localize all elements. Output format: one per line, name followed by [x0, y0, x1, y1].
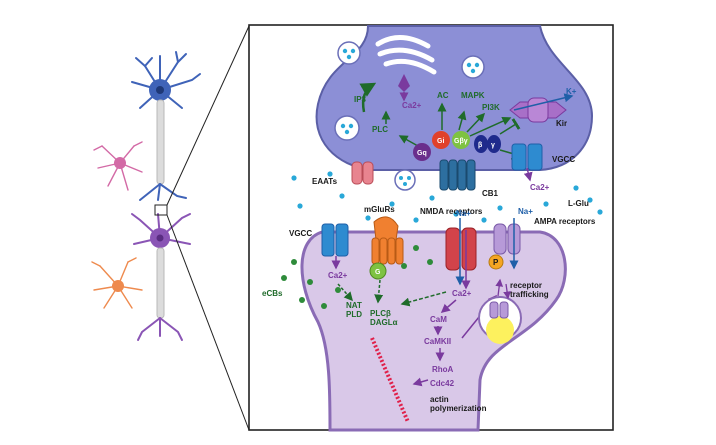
projection-line-bottom [166, 214, 250, 431]
camkii-label: CaMKII [424, 337, 451, 346]
beta-subunit [474, 135, 488, 153]
g-protein-post [369, 262, 387, 280]
cb1-receptor [439, 159, 476, 191]
kir-channel [509, 97, 567, 123]
glutamate-dots [291, 171, 603, 223]
gi-protein [432, 131, 450, 149]
mapk-label: MAPK [461, 91, 485, 100]
gq-protein [413, 143, 431, 161]
ca-vgcc-top-label: Ca2+ [530, 183, 550, 192]
gamma-subunit [487, 135, 501, 153]
gi-label: Gi [437, 138, 444, 145]
ca-post-label: Ca2+ [328, 271, 348, 280]
mglur-receptor [371, 216, 404, 265]
er-organelle [375, 35, 437, 75]
cb1-label: CB1 [482, 189, 499, 198]
rhoa-label: RhoA [432, 365, 454, 374]
gbg-protein [452, 131, 470, 149]
zoom-marker [154, 204, 168, 216]
endosome-ampa-receptor [489, 301, 509, 319]
vgcc-top-label: VGCC [552, 155, 575, 164]
projection-line-top [166, 25, 250, 206]
eaats-label: EAATs [312, 177, 338, 186]
ip3-label: IP3 [354, 95, 367, 104]
na-ampa-label: Na+ [518, 207, 533, 216]
neuron-blue-icon [131, 51, 201, 201]
neuron-orange-icon [91, 257, 143, 309]
vgcc-postsynaptic [321, 223, 349, 257]
cam-label: CaM [430, 315, 447, 324]
plc-label: PLC [372, 125, 388, 134]
p-badge [488, 254, 504, 270]
vgcc-post-label: VGCC [289, 229, 312, 238]
beta-label: β [478, 142, 483, 149]
gamma-label: γ [491, 142, 495, 149]
neuron-purple-icon [131, 213, 191, 341]
pi3k-label: PI3K [482, 103, 500, 112]
cdc42-label: Cdc42 [430, 379, 455, 388]
l-glu-label: L-Glu [568, 199, 589, 208]
gq-label: Gq [417, 150, 427, 157]
nmda-label: NMDA receptors [420, 207, 483, 216]
g-post-label: G [375, 269, 381, 276]
p-badge-label: P [493, 258, 499, 267]
kir-label: Kir [556, 119, 567, 128]
ca-nmda-label: Ca2+ [452, 289, 472, 298]
neuron-pink-icon [93, 141, 143, 191]
eaat-transporter [351, 161, 374, 185]
gbg-label: Gβγ [454, 138, 468, 145]
vesicle-group [334, 41, 485, 191]
na-nmda-label: Na+ [456, 209, 471, 218]
ip3-receptor [398, 74, 410, 92]
vgcc-presynaptic [511, 143, 543, 171]
mglurs-label: mGluRs [364, 205, 395, 214]
ampa-label: AMPA receptors [534, 217, 596, 226]
ecbs-label: eCBs [262, 289, 283, 298]
ecb-dots [281, 245, 433, 309]
ca-top-label: Ca2+ [402, 101, 422, 110]
k-plus-label: K+ [566, 87, 577, 96]
ac-label: AC [437, 91, 449, 100]
actin-filament [370, 337, 410, 423]
